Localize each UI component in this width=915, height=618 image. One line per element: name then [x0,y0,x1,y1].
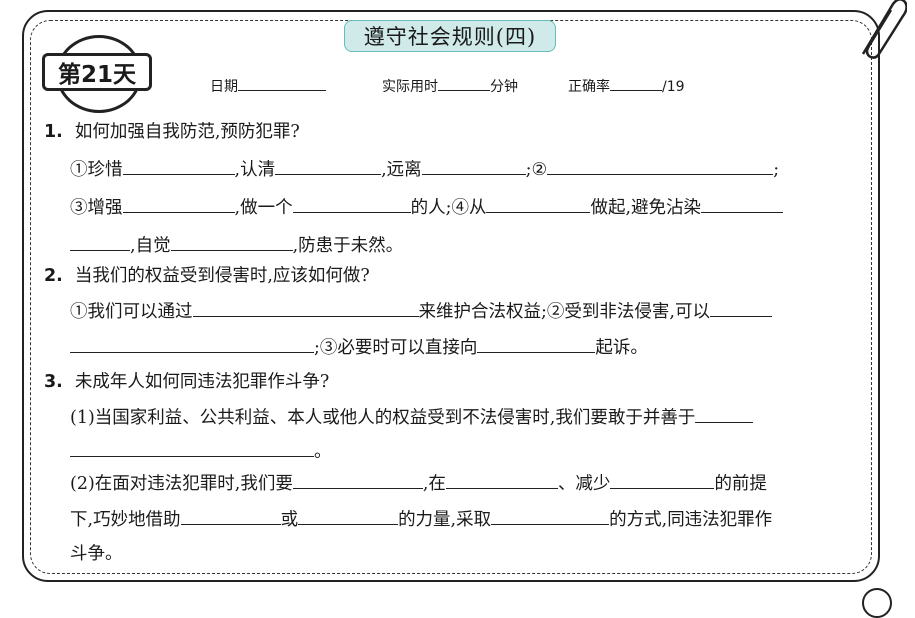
answer-blank[interactable] [70,336,314,353]
question-number: 1. [44,122,63,142]
text: 的前提 [714,474,767,494]
answer-blank[interactable] [491,508,610,525]
worksheet-outer-frame [22,10,880,582]
date-field[interactable]: 日期 [210,76,326,96]
question-number: 3. [44,372,63,392]
answer-blank[interactable] [70,440,314,457]
answer-blank[interactable] [486,196,591,213]
q3-part-1: (1)当国家利益、公共利益、本人或他人的权益受到不法侵害时,我们要敢于并善于 [70,404,754,429]
question-text: 如何加强自我防范,预防犯罪? [74,122,300,142]
q3-part-2-line-3: 斗争。 [70,540,123,565]
paperclip-icon [861,0,907,59]
text: ;② [525,160,548,180]
text: 起诉。 [595,338,648,358]
answer-blank[interactable] [170,234,293,251]
answer-blank[interactable] [122,196,235,213]
answer-blank[interactable] [292,472,423,489]
text: 或 [280,510,299,530]
answer-blank[interactable] [445,472,558,489]
minutes-label: 分钟 [490,79,518,95]
accuracy-label: 正确率 [568,79,610,95]
answer-blank[interactable] [192,300,419,317]
question-1: 1. 如何加强自我防范,预防犯罪? [44,118,300,143]
answer-blank[interactable] [701,196,784,213]
question-3: 3. 未成年人如何同违法犯罪作斗争? [44,368,329,393]
page-corner-circle [862,588,892,618]
date-blank[interactable] [238,76,326,91]
answer-blank[interactable] [695,406,754,423]
worksheet-title: 遵守社会规则(四) [344,20,556,52]
accuracy-total: /19 [662,79,685,95]
text: 的方式,同违法犯罪作 [609,510,773,530]
time-blank[interactable] [438,76,490,91]
text: ,认清 [234,160,276,180]
question-2: 2. 当我们的权益受到侵害时,应该如何做? [44,262,370,287]
q1-line-3: ,自觉 ,防患于未然。 [70,232,403,257]
q2-line-2: ;③必要时可以直接向 起诉。 [70,334,648,359]
text: 做起,避免沾染 [590,198,702,218]
time-label: 实际用时 [382,79,438,95]
answer-blank[interactable] [421,158,526,175]
text: 下,巧妙地借助 [70,510,181,530]
q3-part-1-cont: 。 [70,438,332,463]
q2-line-1: ①我们可以通过 来维护合法权益;②受到非法侵害,可以 [70,298,772,323]
text: ,自觉 [130,236,171,256]
answer-blank[interactable] [547,158,774,175]
q1-line-2: ③增强 ,做一个 的人;④从 做起,避免沾染 [70,194,784,219]
text: (1)当国家利益、公共利益、本人或他人的权益受到不法侵害时,我们要敢于并善于 [70,408,696,428]
answer-blank[interactable] [298,508,399,525]
q3-part-2-line-2: 下,巧妙地借助 或 的力量,采取 的方式,同违法犯罪作 [70,506,772,531]
time-field[interactable]: 实际用时 分钟 [382,76,518,96]
text: 、减少 [557,474,611,494]
question-text: 当我们的权益受到侵害时,应该如何做? [74,266,370,286]
answer-blank[interactable] [275,158,382,175]
text: ①珍惜 [70,160,123,180]
answer-blank[interactable] [709,300,772,317]
text: 的力量,采取 [398,510,492,530]
text: 来维护合法权益;②受到非法侵害,可以 [418,302,710,322]
text: ,在 [422,474,446,494]
text: ;③必要时可以直接向 [314,338,478,358]
q1-line-1: ①珍惜 ,认清 ,远离 ;②; [70,156,779,181]
date-label: 日期 [210,79,238,95]
text: ③增强 [70,198,123,218]
text: 。 [314,442,332,462]
accuracy-field[interactable]: 正确率/19 [568,76,685,96]
question-text: 未成年人如何同违法犯罪作斗争? [74,372,330,392]
accuracy-blank[interactable] [610,76,662,91]
answer-blank[interactable] [180,508,281,525]
day-badge: 第21天 [42,35,152,115]
text: 斗争。 [70,544,123,564]
answer-blank[interactable] [292,196,411,213]
answer-blank[interactable] [70,234,130,251]
question-number: 2. [44,266,63,286]
text: ,做一个 [234,198,293,218]
text: ; [773,160,780,180]
text: ①我们可以通过 [70,302,193,322]
text: ,远离 [381,160,422,180]
answer-blank[interactable] [477,336,596,353]
q3-part-2: (2)在面对违法犯罪时,我们要 ,在 、减少 的前提 [70,470,767,495]
answer-blank[interactable] [122,158,235,175]
text: (2)在面对违法犯罪时,我们要 [70,474,293,494]
text: 的人;④从 [410,198,487,218]
day-label: 第21天 [42,53,152,91]
text: ,防患于未然。 [292,236,404,256]
answer-blank[interactable] [610,472,715,489]
